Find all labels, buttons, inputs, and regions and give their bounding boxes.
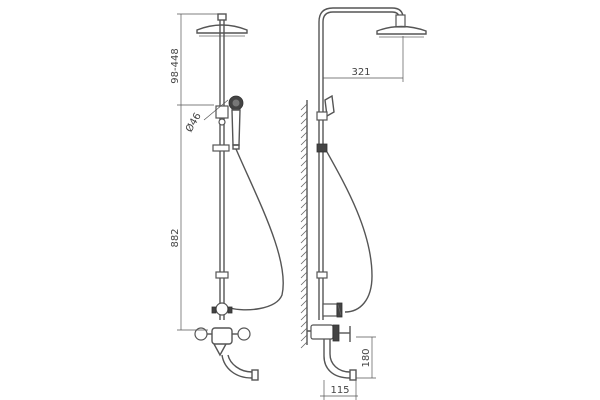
wall-hatch-line — [300, 215, 308, 223]
front-hand-shower — [228, 95, 244, 150]
front-mixer-body — [194, 327, 251, 357]
wall-hatch-line — [300, 341, 308, 349]
front-overhead-shower — [196, 13, 248, 37]
wall-hatch-line — [300, 159, 308, 167]
front-lower-holder — [212, 144, 230, 152]
side-dimension-lines — [320, 36, 404, 400]
wall-hatch-line — [300, 285, 308, 293]
side-hand-shower — [316, 94, 335, 121]
wall-hatch-line — [300, 117, 308, 125]
side-riser-pipe — [318, 7, 406, 320]
side-view: 321 180 115 — [300, 7, 427, 400]
side-mixer-body — [307, 324, 351, 342]
wall-hatch-line — [300, 124, 308, 132]
wall-hatch-line — [300, 264, 308, 272]
riser-length-dimension: 882 — [170, 228, 181, 247]
wall-hatch-line — [300, 138, 308, 146]
wall-hatch-line — [300, 152, 308, 160]
arm-height-dimension: 98-448 — [170, 48, 181, 83]
wall-hatch-line — [300, 313, 308, 321]
arm-reach-dimension: 321 — [351, 67, 370, 78]
wall-hatch-line — [300, 243, 308, 251]
wall-hatch-line — [300, 187, 308, 195]
wall-hatch-line — [300, 306, 308, 314]
wall-hatch-line — [300, 327, 308, 335]
spout-height-dimension: 180 — [361, 348, 372, 367]
wall-hatch-line — [300, 131, 308, 139]
wall-hatch-line — [300, 222, 308, 230]
wall-hatch-line — [300, 257, 308, 265]
wall-hatch-line — [300, 208, 308, 216]
wall-hatch-line — [300, 110, 308, 118]
side-pipe-joint — [316, 271, 328, 279]
side-overhead-shower — [376, 25, 427, 38]
wall-hatch-line — [300, 278, 308, 286]
wall-hatch-line — [300, 292, 308, 300]
wall-hatch-line — [300, 250, 308, 258]
side-wall — [300, 100, 308, 349]
wall-hatch-line — [300, 334, 308, 342]
front-hose — [229, 148, 284, 311]
front-slide-holder — [215, 105, 229, 126]
wall-hatch-line — [300, 194, 308, 202]
wall-hatch-line — [300, 103, 308, 111]
spout-projection-dimension: 115 — [330, 385, 349, 396]
front-diverter — [211, 302, 233, 316]
front-view: 98-448 Ø46 882 — [170, 13, 284, 381]
side-bath-spout — [323, 339, 357, 381]
wall-hatch-line — [300, 166, 308, 174]
wall-hatch-line — [300, 299, 308, 307]
wall-hatch-line — [300, 271, 308, 279]
side-diverter — [322, 302, 343, 318]
wall-hatch-line — [300, 173, 308, 181]
wall-hatch-line — [300, 320, 308, 328]
front-pipe-joint — [215, 271, 229, 279]
front-bath-spout — [221, 354, 259, 381]
front-riser-pipe — [219, 20, 225, 320]
front-dimension-lines — [177, 13, 229, 331]
wall-hatch-line — [300, 229, 308, 237]
wall-hatch-line — [300, 236, 308, 244]
wall-hatch-line — [300, 201, 308, 209]
wall-hatch-line — [300, 180, 308, 188]
wall-hatch-line — [300, 145, 308, 153]
handshower-diameter-dimension: Ø46 — [183, 111, 204, 135]
side-hose — [326, 151, 373, 313]
side-slide-holder — [316, 143, 328, 153]
